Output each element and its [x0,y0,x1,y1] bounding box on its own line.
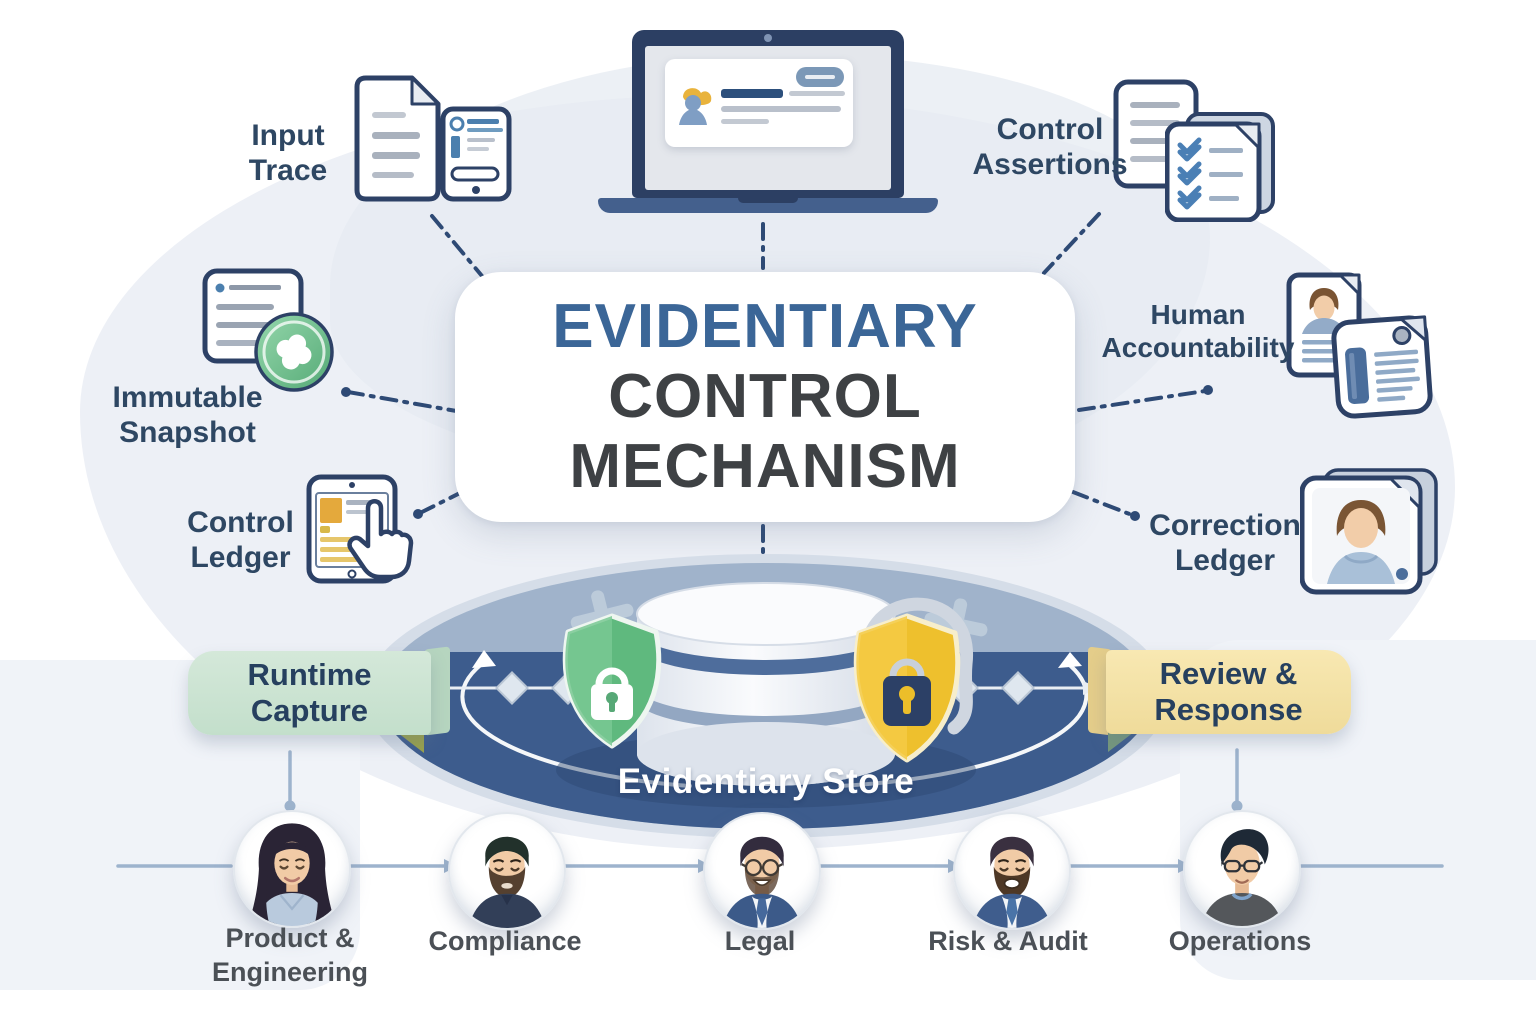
laptop-record-card [665,59,853,147]
role-label-risk-audit: Risk & Audit [928,926,1088,956]
label-input-trace: Input Trace [248,119,328,188]
card-text-bar [789,91,845,96]
title-card: EVIDENTIARY CONTROL MECHANISM [455,272,1075,522]
runtime-capture-banner: Runtime Capture [188,651,431,735]
gold-shield-lock-icon [853,597,973,763]
banner-fold [1108,732,1134,752]
person-illustration [972,836,1052,928]
connector-title-humanacct [1077,389,1207,412]
title-line-3: MECHANISM [569,432,961,502]
laptop-camera-dot [764,34,772,42]
laptop-base [598,198,938,213]
avatar-risk-audit [953,812,1071,930]
avatar-legal [703,812,821,930]
card-avatar-icon [679,88,712,125]
avatar-compliance [448,812,566,930]
laptop-display [645,46,891,190]
avatar-operations [1183,810,1301,928]
card-button [796,67,844,87]
connector-assertions-title [1042,212,1101,275]
evidentiary-store-label: Evidentiary Store [617,762,915,801]
card-text-bar [721,119,769,124]
green-shield-lock-icon [562,613,662,749]
cycle-arrow-left [460,658,692,788]
banner-fold [398,733,424,753]
tag-document-icon [1331,315,1433,419]
document-icon [354,75,441,202]
card-text-bar [721,106,841,112]
connector-snapshot-title [346,390,464,414]
person-illustration [248,823,336,926]
laptop-notch [738,198,798,203]
title-line-1: EVIDENTIARY [552,291,978,361]
person-illustration [1200,829,1284,926]
portrait-card-icon [1300,468,1438,595]
person-illustration [722,836,802,928]
checklist-icon [1165,112,1275,222]
connector-title-correction [1071,490,1134,517]
database-icon [636,582,896,786]
phone-tap-icon [306,474,414,584]
role-label-legal: Legal [724,926,796,956]
role-label-product-engineering: Product & Engineering [211,923,368,987]
snapshot-badge-icon [254,312,334,392]
title-line-2: CONTROL [608,361,922,431]
label-correction-ledger: Correction Ledger [1149,509,1301,578]
label-control-assertions: Control Assertions [972,113,1128,182]
card-title-bar [721,89,783,98]
avatar-product-engineering [233,810,351,928]
label-human-accountability: Human Accountability [1101,299,1295,364]
connector-controlledger-title [418,482,480,515]
label-immutable-snapshot: Immutable Snapshot [112,381,263,450]
form-icon [440,106,512,202]
person-illustration [468,836,546,928]
review-response-banner: Review & Response [1106,650,1351,734]
role-label-compliance: Compliance [428,926,582,956]
label-control-ledger: Control Ledger [187,506,294,575]
laptop-icon [632,30,904,198]
role-label-operations: Operations [1168,926,1312,956]
